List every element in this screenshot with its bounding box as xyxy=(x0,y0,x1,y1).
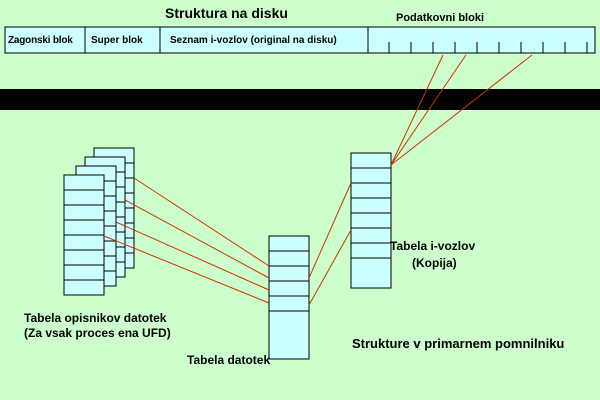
link-line xyxy=(308,182,352,279)
fd-tables-stack xyxy=(63,147,135,296)
inode-table-row xyxy=(350,152,392,169)
fd-table-1-row xyxy=(63,249,105,266)
fd-table-1-row xyxy=(63,234,105,251)
fd-table-1 xyxy=(63,174,105,296)
inode-table-row xyxy=(350,167,392,184)
file-table xyxy=(268,235,310,360)
boot-block-label: Zagonski blok xyxy=(8,35,73,46)
inode-table-row xyxy=(350,182,392,199)
fd-table-sublabel: (Za vsak proces ena UFD) xyxy=(24,326,171,340)
link-line xyxy=(390,54,444,166)
fd-table-1-row xyxy=(63,189,105,206)
link-line xyxy=(103,235,270,304)
inode-list-label: Seznam i-vozlov (original na disku) xyxy=(170,35,337,46)
fd-table-label: Tabela opisnikov datotek xyxy=(24,311,167,325)
link-line xyxy=(124,199,270,279)
separator-band xyxy=(0,89,600,110)
link-lines xyxy=(103,54,533,306)
disk-title: Struktura na disku xyxy=(165,5,288,21)
inode-table-sublabel: (Kopija) xyxy=(412,256,457,270)
fd-table-1-row xyxy=(63,279,105,296)
fd-table-1-row xyxy=(63,264,105,281)
link-line xyxy=(390,54,467,166)
file-table xyxy=(268,235,310,360)
link-line xyxy=(133,177,270,267)
link-line xyxy=(308,229,352,306)
disk-structure-bar xyxy=(4,26,596,54)
fd-table-1-row xyxy=(63,174,105,191)
memory-title: Strukture v primarnem pomnilniku xyxy=(352,336,565,351)
fd-table-1-row xyxy=(63,219,105,236)
data-blocks-label: Podatkovni bloki xyxy=(396,12,485,24)
inode-table-row xyxy=(350,257,392,289)
file-table-row xyxy=(268,295,310,312)
inode-table-row xyxy=(350,242,392,259)
link-line xyxy=(115,221,270,291)
file-table-row xyxy=(268,310,310,360)
data-block-ticks xyxy=(388,42,588,53)
inode-table xyxy=(350,152,392,289)
super-block-label: Super blok xyxy=(91,35,143,46)
inode-table-row xyxy=(350,227,392,244)
inode-table-label: Tabela i-vozlov xyxy=(390,239,476,253)
inode-table-row xyxy=(350,212,392,229)
file-table-row xyxy=(268,250,310,267)
inode-table xyxy=(350,152,392,289)
file-table-label: Tabela datotek xyxy=(187,353,271,367)
fd-table-1-row xyxy=(63,204,105,221)
file-table-row xyxy=(268,235,310,252)
file-table-row xyxy=(268,265,310,282)
file-table-row xyxy=(268,280,310,297)
link-line xyxy=(390,54,533,166)
inode-table-row xyxy=(350,197,392,214)
